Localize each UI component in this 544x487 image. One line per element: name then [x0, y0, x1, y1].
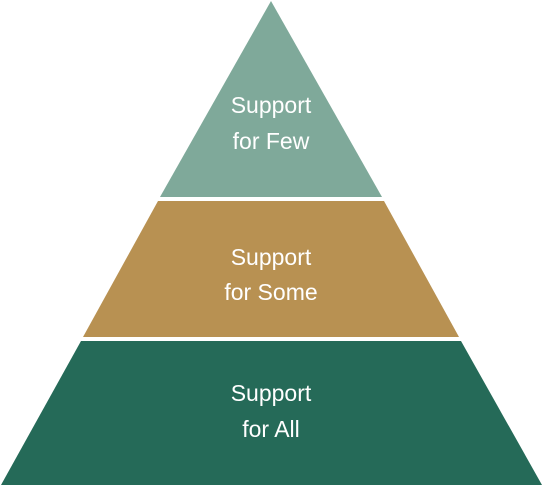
tier-all-label-line2: for All	[242, 416, 300, 442]
tier-some-label-line2: for Some	[224, 279, 317, 305]
tier-all-label-line1: Support	[231, 380, 312, 406]
tier-all: Support for All	[1, 341, 542, 485]
tier-some-label-line1: Support	[231, 244, 312, 270]
tier-few: Support for Few	[160, 1, 382, 197]
tier-some-shape	[83, 201, 459, 337]
tier-few-label-line2: for Few	[233, 128, 310, 154]
tier-some: Support for Some	[83, 201, 459, 337]
tier-all-shape	[1, 341, 542, 485]
tier-few-shape	[160, 1, 382, 197]
tier-few-label-line1: Support	[231, 92, 312, 118]
